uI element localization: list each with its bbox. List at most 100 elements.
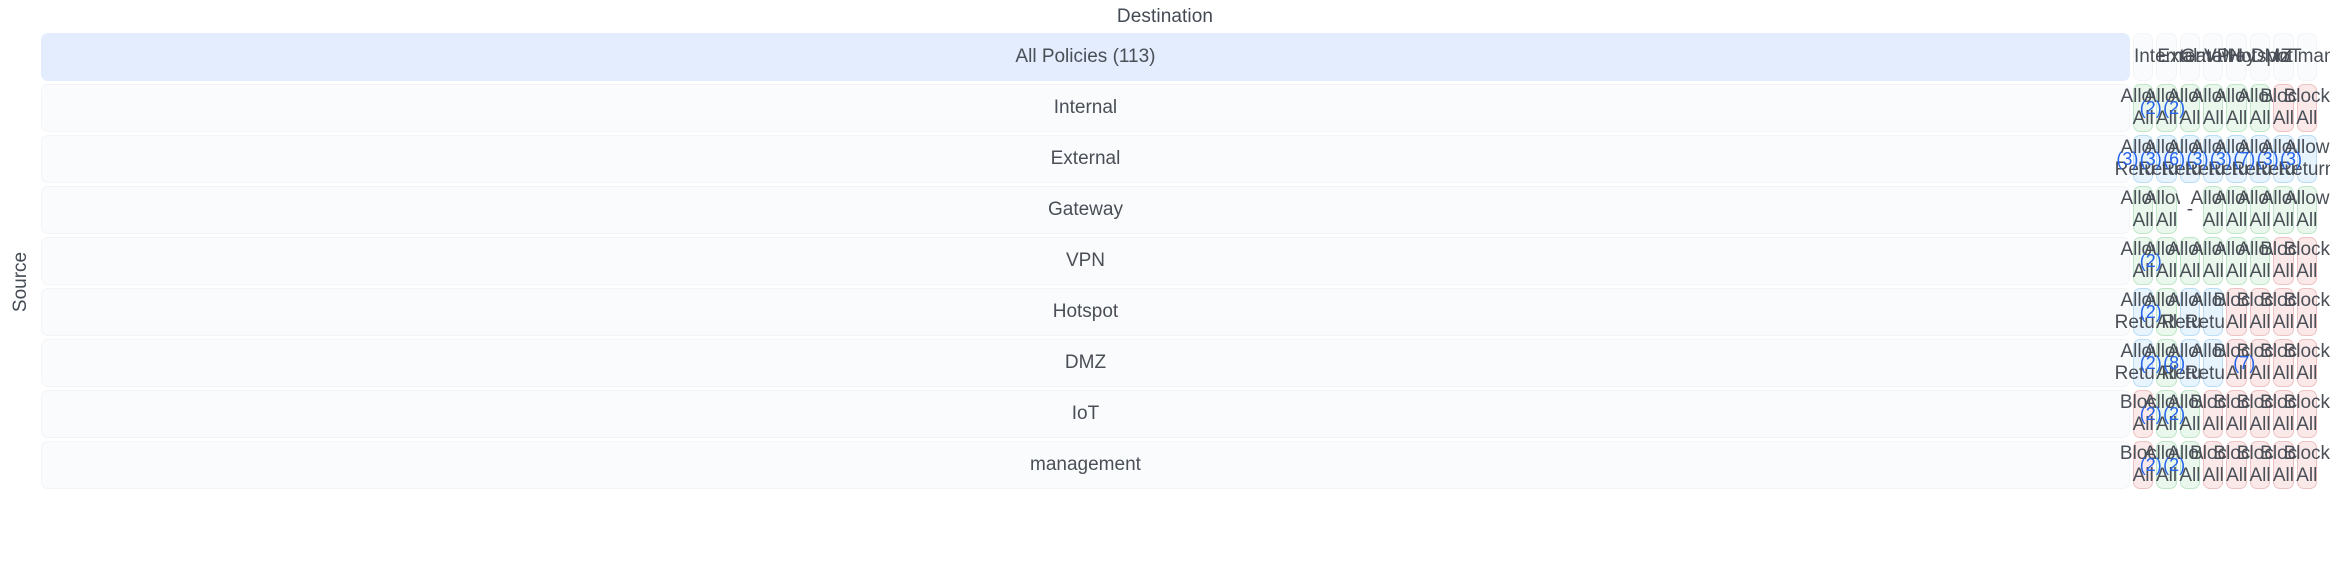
- policy-cell-management-to-iot[interactable]: Block All: [2260, 441, 2307, 489]
- policy-cell-iot-to-gateway[interactable]: Allow All(2): [2163, 390, 2213, 438]
- row-header-internal[interactable]: Internal: [41, 84, 2130, 132]
- policy-cell-internal-to-vpn[interactable]: Allow All: [2191, 84, 2236, 132]
- policy-cell-vpn-to-dmz[interactable]: Allow All: [2237, 237, 2283, 285]
- policy-cell-management-to-gateway[interactable]: Allow All(2): [2163, 441, 2213, 489]
- policy-cell-vpn-to-management[interactable]: Block All: [2284, 237, 2330, 285]
- policy-cell-vpn-to-gateway[interactable]: Allow All: [2167, 237, 2213, 285]
- policy-cell-count-badge: (3): [2256, 148, 2279, 169]
- column-header-hotspot[interactable]: Hotspot: [2226, 33, 2293, 81]
- policy-cell-iot-to-dmz[interactable]: Block All: [2237, 390, 2283, 438]
- policy-cell-content: Block All: [2237, 391, 2283, 437]
- policy-cell-gateway-to-hotspot[interactable]: Allow All: [2214, 186, 2259, 234]
- policy-cell-count-badge: (3): [2209, 148, 2232, 169]
- policy-cell-gateway-to-dmz[interactable]: Allow All: [2237, 186, 2283, 234]
- policy-cell-iot-to-vpn[interactable]: Block All: [2190, 390, 2237, 438]
- policy-cell-gateway-to-iot[interactable]: Allow All: [2261, 186, 2306, 234]
- policy-cell-management-to-external[interactable]: Allow All(2): [2140, 441, 2189, 489]
- policy-cell-label: Allow All: [2213, 86, 2260, 129]
- policy-cell-content: Allow Return(3): [2278, 136, 2330, 182]
- policy-cell-hotspot-to-management[interactable]: Block All: [2284, 288, 2330, 336]
- all-policies-button[interactable]: All Policies (113): [41, 33, 2130, 81]
- policy-cell-vpn-to-vpn[interactable]: Allow All: [2191, 237, 2236, 285]
- policy-cell-management-to-hotspot[interactable]: Block All: [2213, 441, 2260, 489]
- column-header-management[interactable]: management: [2296, 33, 2330, 81]
- policy-cell-label: Block All: [2236, 341, 2284, 384]
- policy-cell-count-badge: (2): [2139, 454, 2162, 475]
- policy-cell-hotspot-to-external[interactable]: Allow All(2): [2140, 288, 2189, 336]
- policy-cell-management-to-internal[interactable]: Block All: [2120, 441, 2166, 489]
- policy-cell-label: Block All: [2190, 392, 2237, 435]
- policy-cell-label: Allow All: [2143, 290, 2190, 333]
- column-header-vpn[interactable]: VPN: [2203, 33, 2243, 81]
- policy-cell-label: Block All: [2260, 86, 2307, 129]
- policy-cell-label: Block All: [2283, 392, 2330, 435]
- policy-cell-label: Allow All: [2213, 188, 2260, 231]
- policy-cell-content: Allow All: [2120, 238, 2165, 284]
- policy-cell-iot-to-hotspot[interactable]: Block All: [2213, 390, 2260, 438]
- row-header-management[interactable]: management: [41, 441, 2130, 489]
- policy-cell-internal-to-iot[interactable]: Block All: [2260, 84, 2307, 132]
- policy-cell-gateway-to-internal[interactable]: Allow All: [2120, 186, 2166, 234]
- policy-cell-iot-to-internal[interactable]: Block All: [2120, 390, 2166, 438]
- policy-cell-label: Allow All: [2237, 188, 2283, 231]
- policy-cell-gateway-to-gateway[interactable]: -: [2179, 186, 2201, 234]
- policy-cell-management-to-vpn[interactable]: Block All: [2190, 441, 2237, 489]
- policy-cell-management-to-management[interactable]: Block All: [2284, 441, 2330, 489]
- row-header-dmz[interactable]: DMZ: [41, 339, 2130, 387]
- column-header-internal[interactable]: Internal: [2132, 33, 2197, 81]
- policy-cell-external-to-hotspot[interactable]: Allow Return(3): [2208, 135, 2265, 183]
- policy-cell-count-badge: (2): [2163, 454, 2186, 475]
- policy-cell-internal-to-management[interactable]: Block All: [2284, 84, 2330, 132]
- policy-cell-dmz-to-dmz[interactable]: Block All(7): [2233, 339, 2283, 387]
- column-header-external[interactable]: External: [2156, 33, 2227, 81]
- policy-cell-dmz-to-iot[interactable]: Block All: [2260, 339, 2307, 387]
- policy-cell-hotspot-to-iot[interactable]: Block All: [2260, 288, 2307, 336]
- policy-cell-management-to-dmz[interactable]: Block All: [2237, 441, 2283, 489]
- policy-cell-content: Allow All: [2237, 85, 2282, 131]
- row-header-external[interactable]: External: [41, 135, 2130, 183]
- policy-cell-internal-to-hotspot[interactable]: Allow All: [2214, 84, 2259, 132]
- policy-cell-iot-to-external[interactable]: Allow All(2): [2140, 390, 2189, 438]
- policy-cell-label: Block All: [2213, 290, 2260, 333]
- column-header-gateway[interactable]: Gateway: [2179, 33, 2256, 81]
- policy-cell-hotspot-to-hotspot[interactable]: Block All: [2213, 288, 2260, 336]
- policy-cell-internal-to-dmz[interactable]: Allow All: [2237, 84, 2283, 132]
- policy-cell-iot-to-iot[interactable]: Block All: [2260, 390, 2307, 438]
- policy-cell-gateway-to-management[interactable]: Allow All: [2284, 186, 2330, 234]
- policy-cell-content: Block All: [2284, 85, 2330, 131]
- policy-cell-vpn-to-iot[interactable]: Block All: [2260, 237, 2307, 285]
- policy-cell-content: Block All: [2284, 289, 2330, 335]
- policy-cell-gateway-to-external[interactable]: Allow All: [2144, 186, 2189, 234]
- policy-cell-dmz-to-hotspot[interactable]: Block All: [2213, 339, 2260, 387]
- policy-cell-iot-to-management[interactable]: Block All: [2284, 390, 2330, 438]
- policy-cell-dmz-to-management[interactable]: Block All: [2284, 339, 2330, 387]
- policy-cell-content: Block All: [2190, 442, 2236, 488]
- policy-cell-vpn-to-internal[interactable]: Allow All: [2120, 237, 2166, 285]
- policy-cell-label: Allow All: [2260, 188, 2307, 231]
- column-header-iot[interactable]: IoT: [2273, 33, 2302, 81]
- matrix-header-row: All Policies (113) InternalExternalGatew…: [41, 33, 2330, 81]
- row-header-vpn[interactable]: VPN: [41, 237, 2130, 285]
- policy-cell-internal-to-external[interactable]: Allow All(2): [2140, 84, 2189, 132]
- policy-cell-internal-to-gateway[interactable]: Allow All(2): [2163, 84, 2213, 132]
- policy-cell-gateway-to-vpn[interactable]: Allow All: [2191, 186, 2236, 234]
- policy-cell-vpn-to-hotspot[interactable]: Allow All: [2214, 237, 2259, 285]
- policy-cell-external-to-management[interactable]: Allow Return(3): [2278, 135, 2330, 183]
- policy-cell-hotspot-to-dmz[interactable]: Block All: [2237, 288, 2283, 336]
- policy-cell-dmz-to-external[interactable]: Allow All(2): [2140, 339, 2189, 387]
- policy-cell-label: Allow All: [2143, 239, 2190, 282]
- policy-cell-internal-to-internal[interactable]: Allow All: [2120, 84, 2166, 132]
- policy-cell-count-badge: (3): [2139, 148, 2162, 169]
- policy-cell-vpn-to-external[interactable]: Allow All(2): [2140, 237, 2189, 285]
- row-header-gateway[interactable]: Gateway: [41, 186, 2130, 234]
- row-header-iot[interactable]: IoT: [41, 390, 2130, 438]
- policy-cell-label: Block All: [2283, 290, 2330, 333]
- column-header-dmz[interactable]: DMZ: [2249, 33, 2292, 81]
- row-header-hotspot[interactable]: Hotspot: [41, 288, 2130, 336]
- policy-cell-content: Block All(7): [2233, 340, 2283, 386]
- policy-cell-external-to-dmz[interactable]: Allow Return(7): [2232, 135, 2289, 183]
